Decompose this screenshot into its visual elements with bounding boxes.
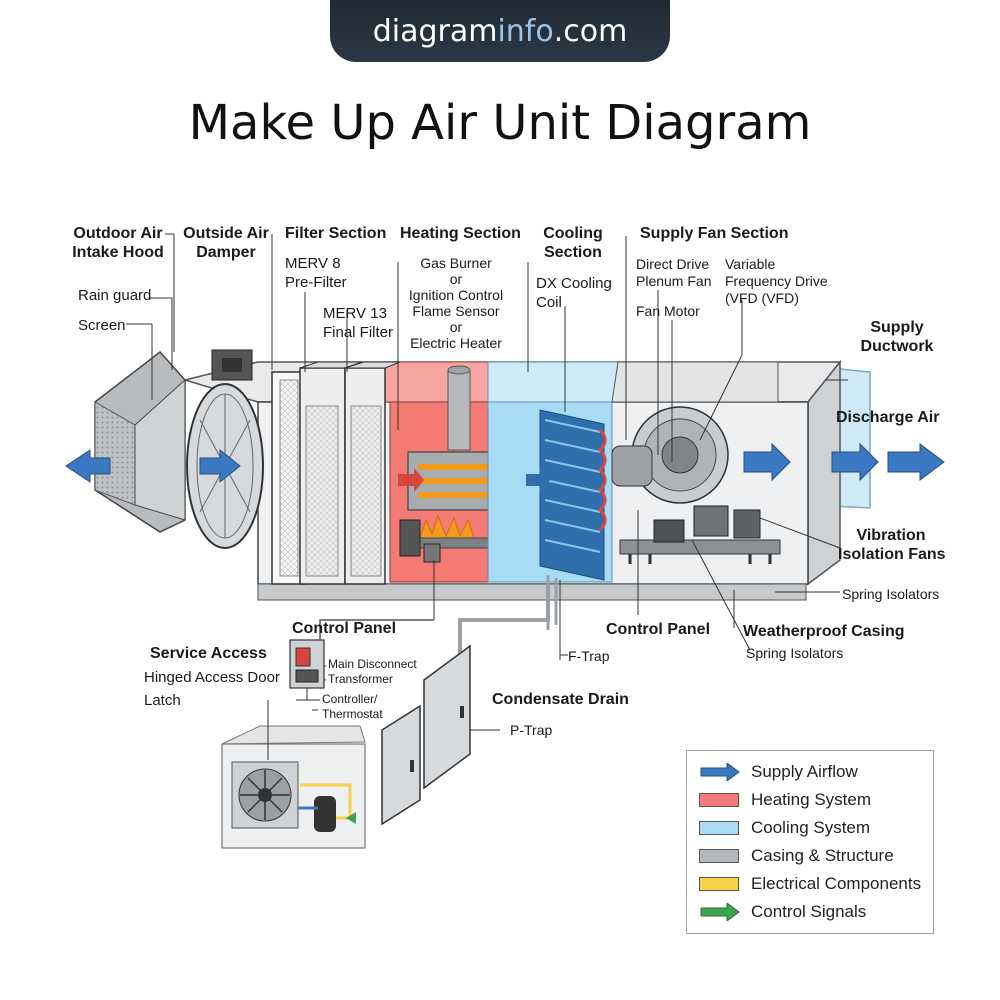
legend-label: Supply Airflow (751, 762, 858, 781)
casing-swatch (699, 849, 739, 863)
hinged-access-door-label: Hinged Access Door (144, 669, 280, 686)
legend-item-supply-airflow: Supply Airflow (699, 761, 858, 783)
control-panel-left-label: Control Panel (292, 620, 397, 637)
spring-isolators-2-label: Spring Isolators (746, 645, 844, 661)
banner-suffix: .com (553, 13, 628, 49)
legend-item-cooling-system: Cooling System (699, 817, 870, 839)
supply-airflow-arrow-icon (700, 763, 740, 781)
condenser-unit (221, 725, 366, 849)
weatherproof-casing-label: Weatherproof Casing (743, 623, 905, 640)
filter-section-label: Filter Section (285, 225, 387, 242)
access-doors (381, 644, 471, 826)
supply-fan-section-label: Supply Fan Section (640, 225, 789, 242)
filter-section (271, 361, 401, 585)
p-trap-label: P-Trap (510, 722, 553, 738)
airflow-arrows (65, 442, 945, 484)
intake-hood (94, 350, 186, 533)
legend-label: Control Signals (751, 902, 867, 921)
legend: Supply Airflow Heating System Cooling Sy… (686, 750, 934, 934)
discharge-air-label: Discharge Air (836, 409, 940, 426)
legend-item-electrical-components: Electrical Components (699, 873, 921, 895)
heating-section (361, 361, 512, 583)
legend-item-control-signals: Control Signals (699, 901, 866, 923)
control-signals-arrow-icon (700, 903, 740, 921)
rain-guard-label: Rain guard (78, 287, 152, 304)
transformer-label: Transformer (328, 672, 393, 686)
heating-swatch (699, 793, 739, 807)
cooling-swatch (699, 821, 739, 835)
control-panel-right-label: Control Panel (606, 621, 711, 638)
main-disconnect-label: Main Disconnect (328, 657, 417, 671)
legend-label: Casing & Structure (751, 846, 894, 865)
leader-lines (126, 233, 848, 731)
heating-arrow (398, 468, 424, 492)
latch-label: Latch (144, 692, 181, 709)
condensate-drain-label: Condensate Drain (492, 691, 629, 708)
fan-motor-label: Fan Motor (636, 303, 700, 319)
cooling-arrows (526, 468, 550, 492)
page-title: Make Up Air Unit Diagram (188, 95, 812, 151)
controller-thermostat-label: Controller/Thermostat (322, 692, 383, 721)
electrical-swatch (699, 877, 739, 891)
legend-item-casing-structure: Casing & Structure (699, 845, 894, 867)
legend-label: Electrical Components (751, 874, 922, 893)
cooling-section (487, 361, 619, 630)
legend-item-heating-system: Heating System (699, 789, 871, 811)
legend-label: Heating System (751, 790, 871, 809)
banner-prefix: diagram (372, 13, 498, 49)
condensate-piping (458, 585, 550, 655)
legend-label: Cooling System (751, 818, 871, 837)
fan-section (611, 361, 781, 564)
spring-isolators-1-label: Spring Isolators (842, 586, 940, 602)
control-panel-box (289, 619, 434, 701)
f-trap-label: F-Trap (568, 648, 610, 664)
screen-label: Screen (78, 317, 126, 334)
heating-section-label: Heating Section (400, 225, 521, 242)
banner-accent: info (497, 13, 554, 49)
service-access-label: Service Access (150, 645, 267, 662)
